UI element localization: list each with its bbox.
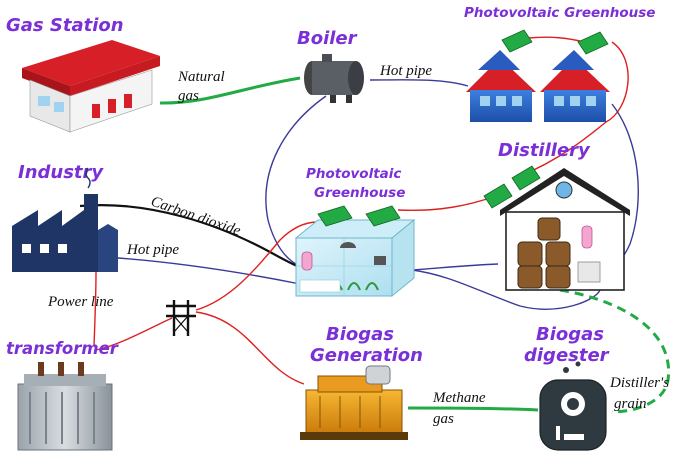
gas-station-title: Gas Station	[6, 15, 124, 36]
pv-greenhouse-top: Photovoltaic Greenhouse	[464, 5, 655, 122]
pv-house-icon-left	[466, 50, 536, 122]
connection-lines	[79, 36, 671, 414]
transformer-icon	[17, 362, 113, 451]
biogas-digester-title-line2: digester	[524, 345, 610, 366]
transformer-to-pylon-line	[95, 317, 173, 351]
solar-panel-icon	[483, 165, 541, 209]
distillers-grain-label-line2: grain	[614, 396, 647, 412]
pv-greenhouse-center-title-line1: Photovoltaic	[306, 166, 401, 182]
biogas-generation: Biogas Generation Methane gas	[300, 324, 486, 440]
transformer: transformer	[6, 339, 119, 451]
solar-panel-icon	[317, 205, 401, 227]
power-pylon-icon	[166, 300, 196, 336]
top-greenhouse-power-line	[527, 36, 585, 43]
hot-pipe-top-label: Hot pipe	[379, 63, 432, 79]
boiler-icon	[304, 54, 364, 103]
natural-gas-line	[159, 76, 301, 105]
pv-greenhouse-center: Photovoltaic Greenhouse	[294, 166, 416, 298]
glass-greenhouse-icon	[294, 218, 416, 298]
hot-pipe-line-industry	[117, 257, 301, 285]
pv-house-icon-right	[540, 50, 610, 122]
biogas-digester: Biogas digester Distiller's grain	[524, 324, 669, 451]
natural-gas-label-line1: Natural	[177, 69, 225, 85]
hot-pipe-line-top	[369, 79, 469, 87]
digester-tank-icon	[539, 361, 607, 451]
carbon-dioxide-label: Carbon dioxide	[149, 194, 243, 240]
greenhouse-to-distillery-power	[397, 195, 497, 212]
distillers-grain-label-line1: Distiller's	[609, 375, 669, 391]
distillery: Distillery	[483, 140, 630, 291]
distillers-grain-line	[559, 288, 671, 414]
solar-panel-icon	[501, 29, 609, 55]
factory-icon	[12, 167, 118, 272]
power-line-industry	[93, 271, 97, 347]
methane-gas-label-line1: Methane	[432, 390, 486, 406]
pv-greenhouse-top-title: Photovoltaic Greenhouse	[464, 5, 655, 21]
distillery-title: Distillery	[498, 140, 591, 161]
natural-gas-label-line2: gas	[178, 88, 199, 104]
gas-station-icon	[22, 40, 160, 133]
industry-title: Industry	[18, 162, 104, 183]
distillery-bottom-pipe	[411, 269, 601, 310]
pylon-to-greenhouse-line	[195, 221, 319, 311]
greenhouse-to-distillery-pipe	[411, 263, 499, 271]
generator-engine-icon	[300, 365, 408, 440]
industry: Industry Carbon dioxide Hot pipe Power l…	[12, 162, 243, 310]
pylon-to-generator-line	[195, 311, 305, 385]
biogas-digester-title-line1: Biogas	[536, 324, 604, 345]
biogas-generation-title-line2: Generation	[310, 345, 423, 366]
power-line-label: Power line	[47, 294, 114, 310]
distillery-building-icon	[500, 168, 630, 291]
pv-greenhouse-center-title-line2: Greenhouse	[314, 185, 405, 201]
biogas-generation-title-line1: Biogas	[326, 324, 394, 345]
boiler: Boiler Hot pipe	[297, 28, 432, 103]
methane-gas-label-line2: gas	[433, 411, 454, 427]
boiler-title: Boiler	[297, 28, 358, 49]
transformer-title: transformer	[6, 339, 119, 358]
gas-station: Gas Station Natural gas	[6, 15, 225, 133]
methane-gas-line	[407, 406, 539, 412]
boiler-to-greenhouse-pipe	[265, 95, 327, 267]
carbon-dioxide-line	[79, 204, 303, 270]
hot-pipe-industry-label: Hot pipe	[126, 242, 179, 258]
